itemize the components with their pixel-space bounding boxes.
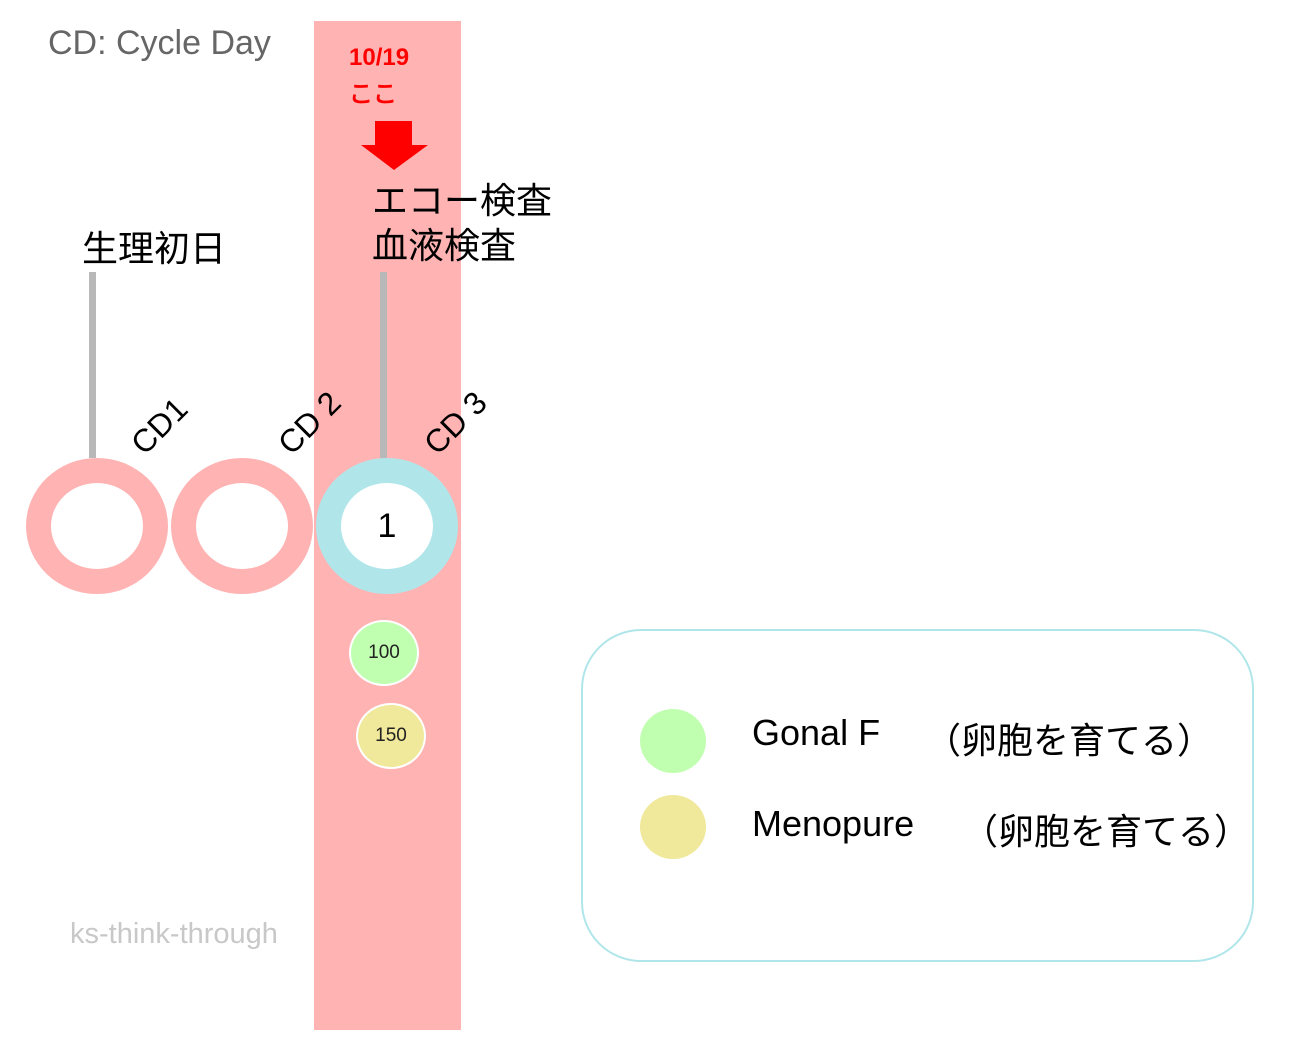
- day-label-cd1: CD1: [123, 390, 195, 462]
- event-echo-exam: エコー検査: [372, 180, 553, 221]
- dose-gonal-f: 100: [349, 620, 419, 686]
- today-label: ここ: [349, 81, 397, 108]
- legend-note-menopure: （卵胞を育てる）: [962, 811, 1251, 852]
- diagram-title: CD: Cycle Day: [48, 24, 271, 62]
- legend-swatch-menopure: [640, 795, 706, 859]
- today-date: 10/19: [349, 44, 410, 71]
- legend-name-gonal-f: Gonal F: [752, 712, 881, 753]
- event-blood-test: 血液検査: [372, 225, 517, 266]
- connector-line-cd3: [380, 272, 387, 458]
- event-period-start: 生理初日: [82, 228, 227, 269]
- day-circle-cd3: 1: [316, 458, 458, 594]
- legend-name-menopure: Menopure: [752, 803, 915, 844]
- watermark: ks-think-through: [70, 918, 278, 950]
- day-circle-cd1: [26, 458, 168, 594]
- dose-menopure: 150: [356, 703, 426, 769]
- arrow-down-icon: [361, 121, 428, 170]
- legend-note-gonal-f: （卵胞を育てる）: [925, 720, 1214, 761]
- day-circle-cd2: [171, 458, 313, 594]
- legend-box: [581, 629, 1254, 962]
- connector-line-cd1: [89, 272, 96, 458]
- legend-swatch-gonal-f: [640, 709, 706, 773]
